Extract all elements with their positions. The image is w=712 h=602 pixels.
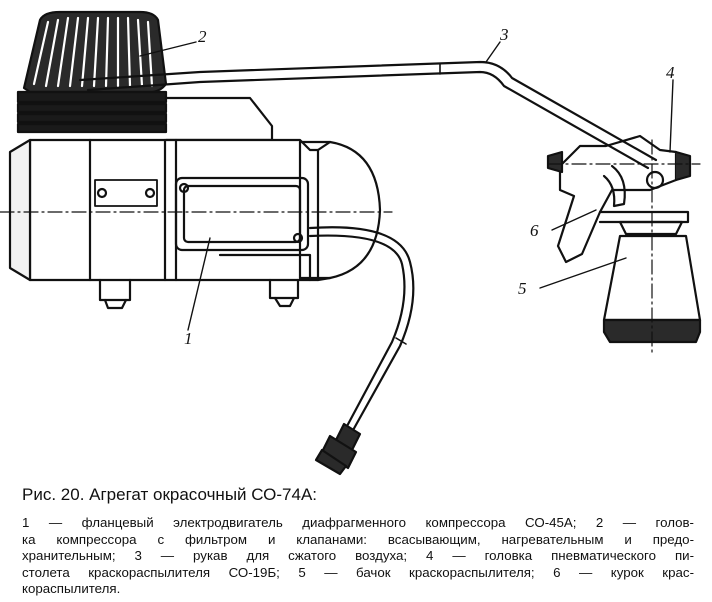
leader-lines <box>139 41 674 331</box>
callout-1: 1 <box>184 329 193 348</box>
electric-motor <box>8 138 382 310</box>
callout-2: 2 <box>198 27 207 46</box>
legend-line: 1 — фланцевый электродвигатель диафрагме… <box>22 515 694 530</box>
legend-line: столета краскораспылителя СО-19Б; 5 — ба… <box>22 564 694 580</box>
air-hose <box>78 60 658 170</box>
spray-gun <box>546 134 692 264</box>
legend-line: кораспылителя. <box>22 581 121 597</box>
power-cable <box>308 226 415 476</box>
legend-line: хранительным; 3 — рукав для сжатого возд… <box>22 548 694 564</box>
callout-6: 6 <box>530 221 539 240</box>
cooling-fins <box>16 90 274 142</box>
legend-line: ка компрессора с фильтром и клапанами: в… <box>22 531 694 547</box>
callout-5: 5 <box>518 279 527 298</box>
figure-caption-title: Рис. 20. Агрегат окрасочный СО-74А: <box>22 485 318 504</box>
compressor-unit-drawing: 1 2 3 4 5 6 <box>0 10 702 476</box>
figure-legend: 1 — фланцевый электродвигатель диафрагме… <box>22 515 694 598</box>
callout-3: 3 <box>499 25 509 44</box>
callout-4: 4 <box>666 63 675 82</box>
